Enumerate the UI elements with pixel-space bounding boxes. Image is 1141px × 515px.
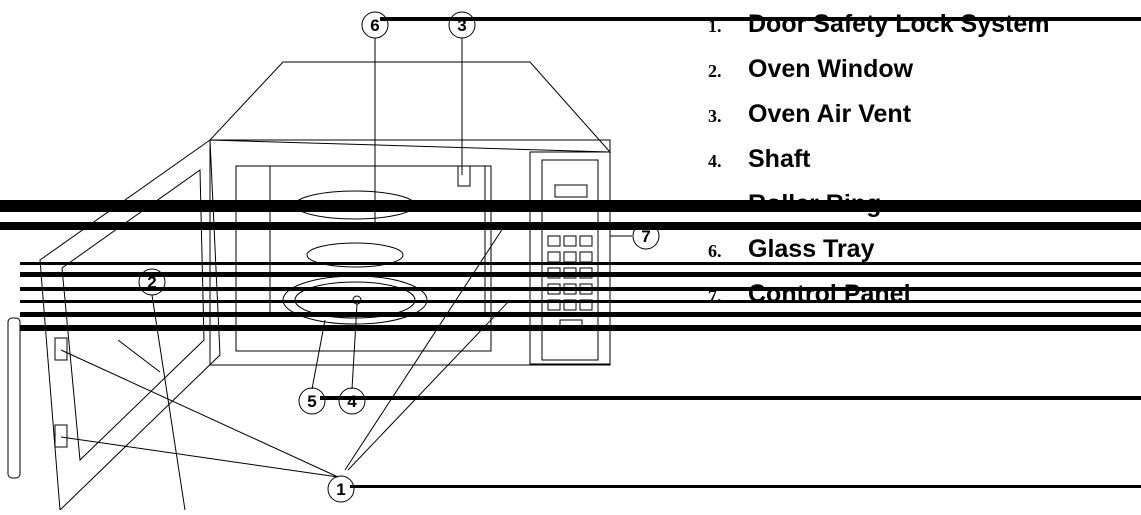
parts-list-item: 5. Roller Ring	[708, 190, 1050, 235]
callout-5: 5	[307, 392, 316, 411]
callout-1: 1	[336, 480, 345, 499]
callout-circle-3	[448, 11, 476, 39]
callout-2: 2	[147, 273, 156, 292]
door-latch-lower	[54, 424, 68, 448]
glass-tray-top	[294, 190, 416, 220]
callout-circle-1	[327, 475, 355, 503]
part-label: Oven Window	[748, 55, 914, 83]
part-number: 1.	[708, 16, 722, 36]
part-number: 7.	[708, 286, 722, 306]
parts-list: 1. Door Safety Lock System 2. Oven Windo…	[708, 10, 1050, 325]
shaft	[352, 295, 362, 305]
callout-circle-6	[361, 11, 389, 39]
leader-1b	[60, 436, 339, 478]
parts-list-item: 1. Door Safety Lock System	[708, 10, 1050, 55]
part-label: Oven Air Vent	[748, 100, 912, 128]
oven-door	[39, 139, 221, 512]
control-panel-inner	[541, 159, 599, 361]
part-number: 4.	[708, 151, 722, 171]
leader-5	[311, 319, 326, 390]
leader-1d	[347, 299, 511, 471]
oven-top-panel	[208, 61, 612, 153]
glass-tray	[282, 275, 428, 325]
door-handle	[7, 317, 21, 479]
part-number: 2.	[708, 61, 722, 81]
parts-list-item: 3. Oven Air Vent	[708, 100, 1050, 145]
part-label: Glass Tray	[748, 235, 875, 263]
window-reflection	[117, 339, 161, 373]
leader-2	[151, 294, 186, 511]
cavity-back-wall	[269, 165, 486, 317]
control-panel	[529, 151, 611, 365]
part-number: 3.	[708, 106, 722, 126]
leader-1c	[344, 224, 506, 471]
parts-list-item: 7. Control Panel	[708, 280, 1050, 325]
callout-circle-5	[298, 387, 326, 415]
callout-circle-4	[338, 387, 366, 415]
callout-3: 3	[457, 16, 466, 35]
part-label: Shaft	[748, 145, 811, 173]
part-label: Door Safety Lock System	[748, 10, 1050, 38]
leader-4	[351, 303, 358, 390]
part-label: Roller Ring	[748, 190, 882, 218]
parts-list-item: 6. Glass Tray	[708, 235, 1050, 280]
roller-ring	[306, 242, 404, 268]
part-number: 5.	[708, 196, 722, 216]
parts-list-item: 2. Oven Window	[708, 55, 1050, 100]
callout-7: 7	[641, 227, 650, 246]
callout-6: 6	[370, 16, 379, 35]
leader-1a	[60, 349, 339, 478]
oven-window	[61, 169, 205, 462]
oven-cavity	[235, 165, 492, 352]
glass-tray-inner	[294, 281, 416, 319]
control-buttons	[547, 235, 593, 329]
callout-4: 4	[347, 392, 357, 411]
control-display	[554, 184, 588, 198]
callout-circle-2	[138, 268, 166, 296]
oven-air-vent	[457, 165, 471, 187]
parts-list-item: 4. Shaft	[708, 145, 1050, 190]
door-latch-upper	[54, 337, 68, 361]
part-label: Control Panel	[748, 280, 911, 308]
part-number: 6.	[708, 241, 722, 261]
